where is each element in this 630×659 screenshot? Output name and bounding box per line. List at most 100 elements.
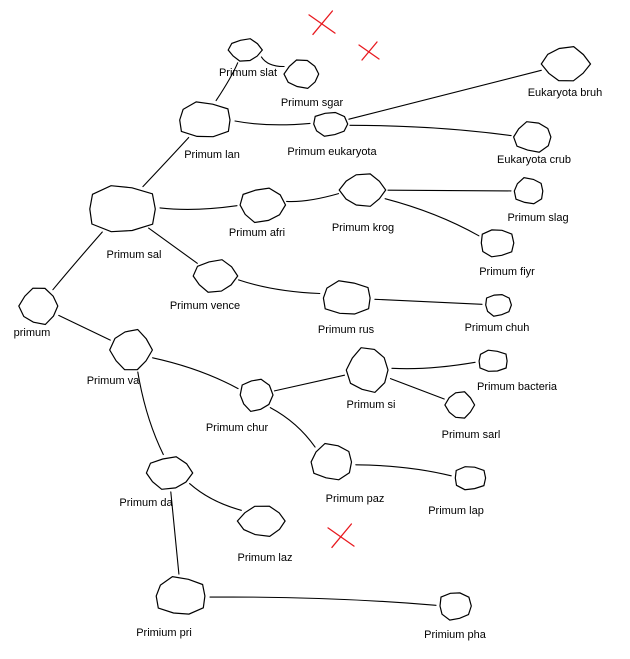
cross-out-icon-above-slat [308,10,336,36]
node-label-euk_crub: Eukaryota crub [497,154,571,166]
node-shape-krog [338,173,387,207]
node-paz: Primum paz [310,442,384,505]
node-label-laz: Primum laz [237,552,292,564]
node-primum: primum [14,287,59,339]
edge-primum-sal [52,231,103,291]
node-shape-rus [322,280,371,315]
node-si: Primum si [345,347,396,411]
node-label-pri: Primium pri [136,627,192,639]
node-label-lap: Primum lap [428,505,484,517]
edge-eukaryota-euk_bruh [348,69,542,120]
edge-eukaryota-euk_crub [349,124,512,137]
edge-primum-va [58,314,111,341]
node-shape-pri [155,575,206,615]
node-label-slag: Primum slag [507,212,568,224]
node-label-pha: Primium pha [424,629,487,641]
node-label-eukaryota: Primum eukaryota [287,146,377,158]
node-shape-bacteria [478,349,508,372]
node-da: Primum da [119,456,194,509]
edge-lan-slat [215,62,239,102]
node-label-si: Primum si [347,399,396,411]
node-shape-sarl [444,391,476,419]
edge-da-pri [170,491,180,575]
node-label-chur: Primum chur [206,422,269,434]
node-rus: Primum rus [318,280,375,336]
node-label-lan: Primum lan [184,149,240,161]
node-shape-euk_crub [512,121,552,153]
node-sarl: Primum sarl [442,391,501,441]
edge-pri-pha [209,596,437,606]
node-shape-euk_bruh [540,45,592,82]
node-label-sarl: Primum sarl [442,429,501,441]
node-afri: Primum afri [229,187,287,239]
edge-chur-si [273,374,346,392]
node-label-va: Primum va [87,375,140,387]
node-shape-lan [179,101,231,138]
edge-lan-eukaryota [234,120,311,126]
node-lan: Primum lan [179,101,240,161]
node-euk_crub: Eukaryota crub [497,121,571,166]
node-shape-fiyr [480,229,515,258]
node-sal: Primum sal [89,185,162,261]
node-shape-chuh [485,293,513,317]
edge-rus-chuh [374,298,483,305]
node-shape-lap [454,466,487,491]
node-shape-eukaryota [313,111,349,137]
cross-marks-layer [308,10,380,549]
edge-vence-rus [237,279,321,295]
node-slat: Primum slat [219,38,277,79]
edge-sal-afri [159,205,238,210]
node-shape-slat [227,38,264,62]
edge-sal-lan [142,136,190,188]
node-shape-afri [239,187,287,224]
node-shape-chur [239,378,274,413]
node-eukaryota: Primum eukaryota [287,111,378,158]
node-label-afri: Primum afri [229,227,285,239]
edge-va-da [137,371,164,456]
node-shape-primum [18,287,59,326]
node-va: Primum va [87,328,154,387]
edge-va-chur [152,357,239,390]
edge-krog-fiyr [384,198,480,237]
node-shape-sgar [283,59,320,90]
node-shape-va [109,328,154,371]
node-shape-paz [310,442,353,481]
node-chur: Primum chur [206,378,274,434]
node-bacteria: Primum bacteria [477,349,558,393]
node-sgar: Primum sgar [281,59,344,109]
node-shape-pha [439,592,472,621]
edge-si-bacteria [391,361,476,370]
node-shape-sal [89,185,156,233]
node-shape-da [145,456,194,490]
node-lap: Primum lap [428,466,487,517]
edge-afri-krog [286,193,340,203]
node-label-rus: Primum rus [318,324,375,336]
edge-chur-paz [269,407,316,448]
edge-krog-slag [387,189,512,192]
node-pri: Primium pri [136,575,206,639]
node-shape-vence [192,259,239,293]
node-shape-si [345,347,389,394]
cross-out-icon-beside-laz [327,523,355,549]
node-label-vence: Primum vence [170,300,240,312]
edge-si-sarl [389,378,445,400]
node-chuh: Primum chuh [465,293,530,334]
cross-out-icon-beside-sgar [358,41,380,61]
edge-sal-vence [148,227,198,264]
node-label-euk_bruh: Eukaryota bruh [528,87,603,99]
node-label-krog: Primum krog [332,222,394,234]
node-label-slat: Primum slat [219,67,277,79]
node-fiyr: Primum fiyr [479,229,535,278]
node-label-sal: Primum sal [106,249,161,261]
node-label-fiyr: Primum fiyr [479,266,535,278]
node-pha: Primium pha [424,592,487,641]
node-vence: Primum vence [170,259,240,312]
node-label-chuh: Primum chuh [465,322,530,334]
node-shape-slag [513,177,544,205]
node-shape-laz [236,505,286,538]
node-euk_bruh: Eukaryota bruh [528,45,603,99]
node-slag: Primum slag [507,177,569,224]
